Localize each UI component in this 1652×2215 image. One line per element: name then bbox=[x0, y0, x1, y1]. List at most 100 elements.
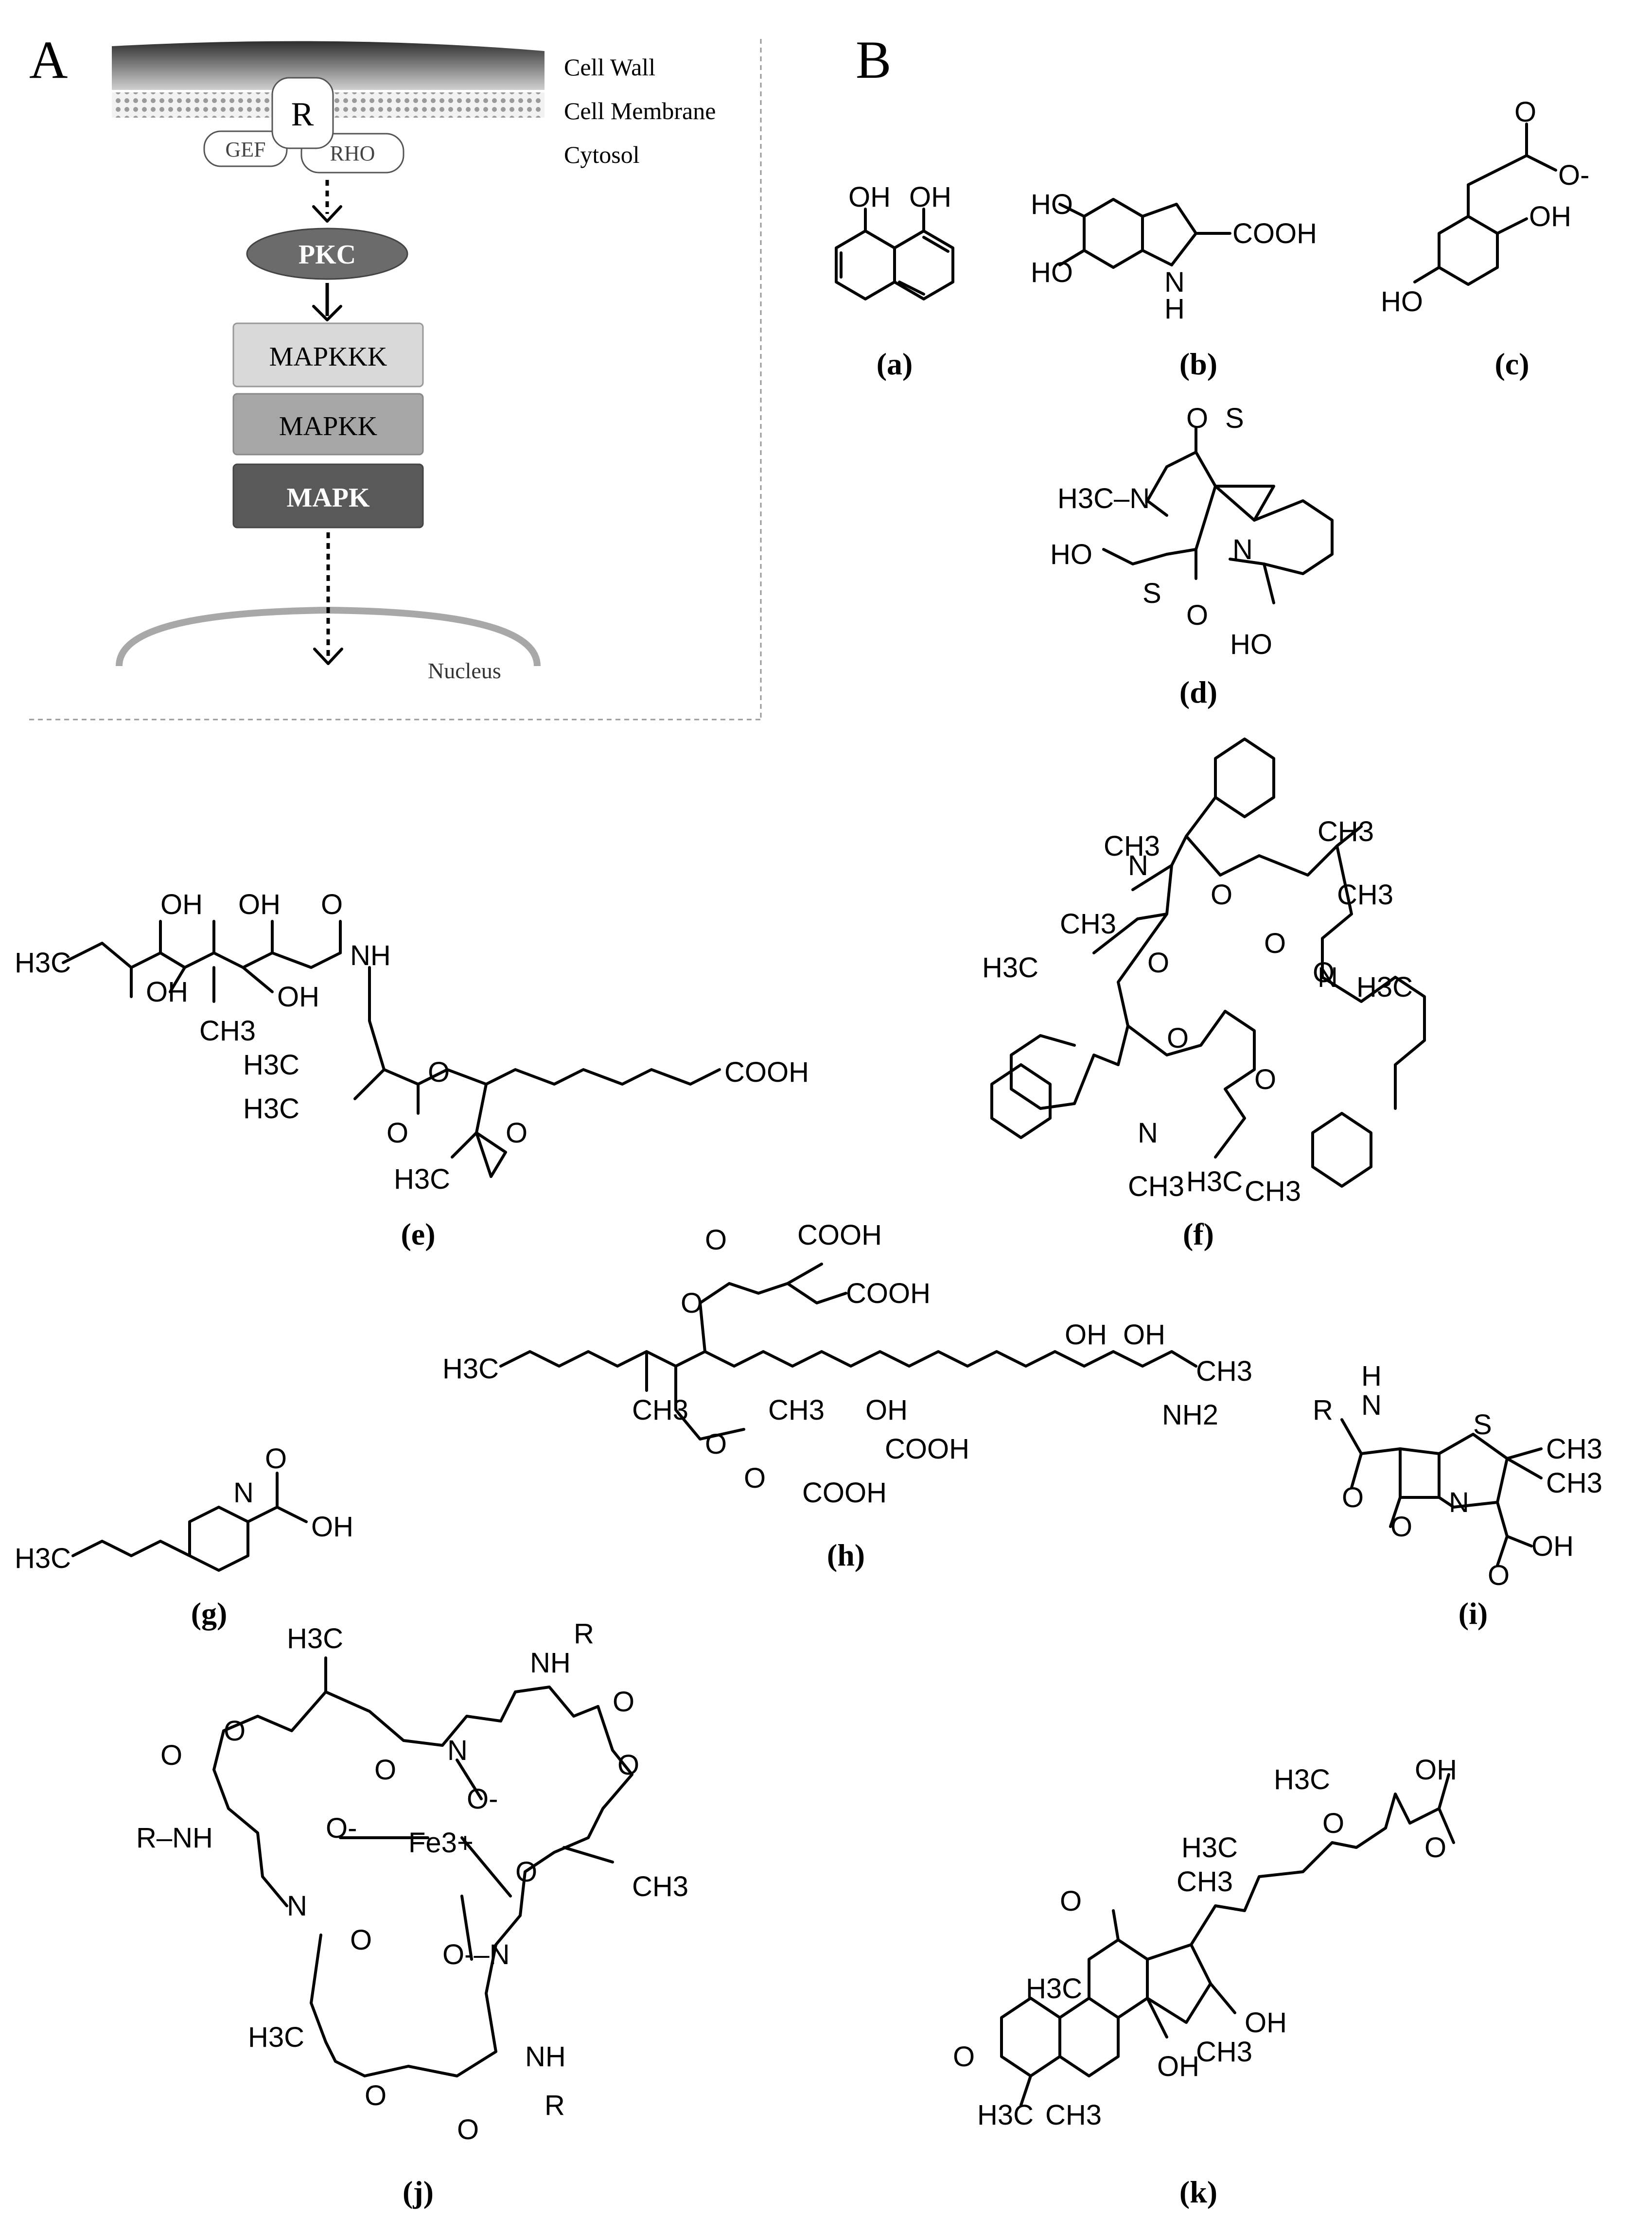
o-label: O bbox=[1186, 403, 1208, 434]
o-label: O bbox=[1264, 928, 1286, 959]
o-label: O bbox=[365, 2080, 387, 2111]
o-minus-label: O- bbox=[467, 1783, 498, 1815]
nucleus-label: Nucleus bbox=[428, 658, 501, 683]
ho-label: HO bbox=[1381, 286, 1423, 317]
cell-wall-label: Cell Wall bbox=[564, 53, 655, 81]
label-i: (i) bbox=[1459, 1596, 1488, 1631]
label-g: (g) bbox=[191, 1596, 228, 1631]
o-label: O bbox=[1313, 957, 1335, 988]
o-label: O bbox=[350, 1924, 372, 1956]
ch3-label: CH3 bbox=[1546, 1433, 1602, 1465]
o-label: O bbox=[744, 1462, 766, 1494]
oh-label: OH bbox=[311, 1511, 353, 1543]
r-nh-label: R–NH bbox=[136, 1822, 213, 1854]
h3c-label: H3C bbox=[243, 1049, 299, 1081]
h3c-label: H3C bbox=[394, 1163, 450, 1195]
n-label: N bbox=[233, 1477, 254, 1509]
o-label: O bbox=[953, 2041, 975, 2073]
o-minus-label: O- bbox=[326, 1812, 357, 1844]
oh-label: OH bbox=[1415, 1754, 1457, 1786]
cell-wall-shape bbox=[112, 41, 545, 90]
ho-label: HO bbox=[1031, 189, 1073, 220]
ch3-label: CH3 bbox=[1318, 816, 1374, 847]
mapk-label: MAPK bbox=[286, 483, 370, 513]
compound-a: OH OH (a) bbox=[835, 181, 954, 381]
r-label: R bbox=[545, 2090, 565, 2121]
label-c: (c) bbox=[1494, 347, 1529, 381]
o-label: O bbox=[506, 1117, 527, 1149]
cooh-label: COOH bbox=[885, 1433, 969, 1465]
oh-label: OH bbox=[1531, 1530, 1574, 1562]
o-label: O bbox=[387, 1117, 408, 1149]
n-label: N bbox=[1449, 1487, 1469, 1518]
ch3-label: CH3 bbox=[1196, 1355, 1252, 1387]
oh-label: OH bbox=[277, 981, 319, 1013]
o-label: O bbox=[1254, 1064, 1276, 1095]
h3c-label: H3C bbox=[982, 952, 1038, 984]
o-label: O bbox=[265, 1443, 287, 1475]
h-label: H bbox=[1164, 293, 1185, 325]
compound-e: H3C OH OH O NH OH OH CH3 H3C H3C O O O H… bbox=[15, 889, 809, 1251]
cooh-label: COOH bbox=[846, 1278, 931, 1309]
n-label: N bbox=[1361, 1389, 1382, 1421]
ch3-label: CH3 bbox=[632, 1871, 688, 1902]
o-label: O bbox=[321, 889, 343, 920]
compound-j: H3C R NH O O O O N O- O R–NH O- Fe3+ O C… bbox=[136, 1618, 688, 2209]
label-k: (k) bbox=[1179, 2175, 1217, 2209]
o-label: O bbox=[1186, 599, 1208, 631]
o-label: O bbox=[160, 1740, 182, 1771]
n-label: N bbox=[1138, 1117, 1158, 1149]
h3c-label: H3C bbox=[1274, 1764, 1330, 1795]
o-label: O bbox=[1147, 947, 1169, 979]
cooh-label: COOH bbox=[797, 1219, 882, 1251]
h3c-label: H3C bbox=[1186, 1166, 1243, 1197]
o-label: O bbox=[705, 1224, 727, 1256]
o-label: O bbox=[1322, 1808, 1344, 1839]
oh-label: OH bbox=[238, 889, 281, 920]
oh-label: OH bbox=[146, 976, 188, 1008]
pkc-label: PKC bbox=[299, 240, 356, 270]
n-label: N bbox=[1318, 962, 1338, 993]
ch3-label: CH3 bbox=[199, 1015, 256, 1047]
cooh-label: COOH bbox=[724, 1056, 809, 1088]
h3c-label: H3C bbox=[15, 947, 71, 979]
panel-b: B bbox=[856, 30, 891, 89]
label-b: (b) bbox=[1179, 347, 1217, 381]
ch3-label: CH3 bbox=[1104, 830, 1160, 862]
o-label: O bbox=[1390, 1511, 1412, 1543]
ho-label: HO bbox=[1050, 539, 1092, 570]
ch3-label: CH3 bbox=[1128, 1171, 1184, 1202]
ch3-label: CH3 bbox=[1045, 2099, 1102, 2131]
n-label: N bbox=[287, 1890, 307, 1922]
h-label: H bbox=[1361, 1360, 1382, 1392]
compound-f: CH3 N CH3 CH3 O O CH3 H3C O O N H3C O O … bbox=[982, 738, 1426, 1251]
s-label: S bbox=[1473, 1409, 1492, 1441]
r-label: R bbox=[574, 1618, 594, 1650]
o-label: O bbox=[1211, 879, 1232, 911]
mapkk-box bbox=[232, 393, 424, 456]
compound-c: O O- OH HO (c) bbox=[1381, 96, 1589, 381]
n-label: N bbox=[1128, 850, 1148, 881]
cytosol-label: Cytosol bbox=[564, 141, 640, 168]
label-f: (f) bbox=[1183, 1217, 1214, 1251]
o-n-label: O-–N bbox=[442, 1939, 510, 1970]
oh-label: OH bbox=[160, 889, 203, 920]
o-label: O bbox=[705, 1428, 727, 1460]
compound-g: H3C N O OH (g) bbox=[15, 1443, 353, 1631]
o-label: O bbox=[515, 1856, 537, 1888]
h3c-label: H3C bbox=[1026, 1973, 1082, 2004]
label-d: (d) bbox=[1179, 675, 1217, 709]
compound-i: R H N O O N S CH3 CH3 O OH (i) bbox=[1313, 1360, 1602, 1631]
oh-label: OH bbox=[1245, 2007, 1287, 2039]
nh-label: NH bbox=[530, 1647, 571, 1679]
o-label: O bbox=[1424, 1832, 1446, 1863]
o-label: O bbox=[1488, 1560, 1510, 1591]
h3c-label: H3C bbox=[287, 1623, 343, 1654]
h3c-label: H3C bbox=[248, 2022, 304, 2053]
ch3-label: CH3 bbox=[1245, 1176, 1301, 1207]
o-label: O bbox=[374, 1754, 396, 1786]
n-label: N bbox=[1232, 534, 1253, 565]
o-label: O bbox=[1060, 1885, 1082, 1917]
h3c-label: H3C bbox=[977, 2099, 1034, 2131]
